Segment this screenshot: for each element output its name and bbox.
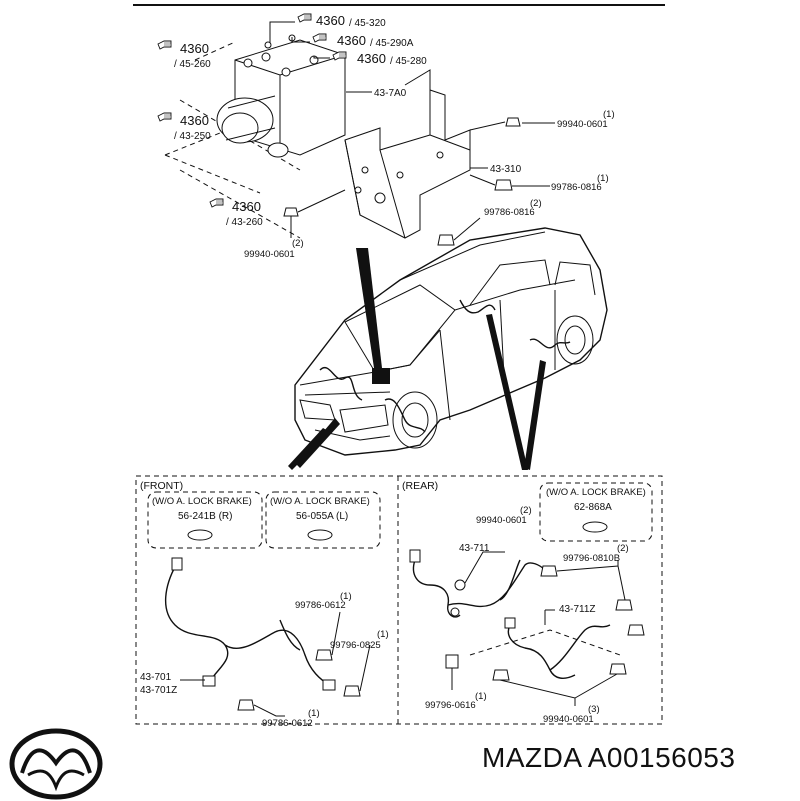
box-title: (W/O A. LOCK BRAKE): [546, 487, 646, 498]
label-99796-0825: 99796-0825: [330, 640, 381, 651]
rear-section: (REAR) (W/O A. LOCK BRAKE) 62-868A 99940…: [402, 480, 653, 725]
connector-icon: [409, 549, 421, 563]
label-99786-0612-a: 99786-0612: [295, 600, 346, 611]
lower-frame: [135, 475, 663, 725]
qty-label: (1): [603, 109, 615, 120]
svg-text:(1): (1): [308, 708, 320, 719]
label-4360-43-250: 4360 / 43-250: [157, 112, 211, 142]
pointing-hand-icon: [209, 198, 224, 208]
label-4360-45-260: 4360 / 45-260: [157, 40, 211, 70]
box-part: 62-868A: [574, 502, 612, 513]
vehicle-illustration: [288, 227, 608, 470]
svg-text:4360: 4360: [232, 199, 261, 214]
pointing-hand-icon: [297, 13, 312, 23]
label-99786-0816-a: 99786-0816: [551, 182, 602, 193]
qty-label: (1): [597, 173, 609, 184]
svg-text:/ 43-250: / 43-250: [174, 131, 211, 142]
rear-heading: (REAR): [402, 480, 438, 492]
nut-icon: [505, 117, 521, 127]
abs-unit: [164, 21, 372, 239]
label-99940-0601-left: 99940-0601: [244, 249, 295, 260]
box-r-title: (W/O A. LOCK BRAKE): [152, 496, 252, 507]
pointing-hand-icon: [312, 33, 327, 43]
label-4360-45-280: 4360 / 45-280: [332, 51, 427, 67]
box-r-part: 56-241B (R): [178, 511, 232, 522]
brand-part-number: MAZDA A00156053: [482, 742, 736, 773]
label-43-711: 43-711: [459, 543, 490, 554]
label-43-310: 43-310: [490, 164, 522, 175]
svg-text:(1): (1): [377, 629, 389, 640]
svg-text:/ 45-320: / 45-320: [349, 18, 386, 29]
grommet-icon: [582, 521, 608, 533]
svg-text:/ 45-290A: / 45-290A: [370, 38, 414, 49]
label-43-701z: 43-701Z: [140, 685, 177, 696]
box-l-part: 56-055A (L): [296, 511, 348, 522]
svg-text:/ 45-280: / 45-280: [390, 56, 427, 67]
pointing-hand-icon: [157, 112, 172, 122]
label-99786-0816-b: 99786-0816: [484, 207, 535, 218]
label-4360-45-290a: 4360 / 45-290A: [312, 33, 414, 49]
svg-text:4360: 4360: [357, 51, 386, 66]
svg-text:(1): (1): [340, 591, 352, 602]
svg-text:/ 43-260: / 43-260: [226, 217, 263, 228]
svg-text:(2): (2): [617, 543, 629, 554]
pointing-hand-icon: [157, 40, 172, 50]
label-43-7a0: 43-7A0: [374, 88, 407, 99]
connector-icon: [171, 557, 183, 571]
svg-text:(1): (1): [475, 691, 487, 702]
label-4360-43-260: 4360 / 43-260: [209, 198, 263, 228]
mazda-logo-icon: [9, 728, 103, 800]
label-99940-0601-top: 99940-0601: [557, 119, 608, 130]
grommet-icon: [307, 529, 333, 541]
svg-text:4360: 4360: [180, 113, 209, 128]
grommet-icon: [187, 529, 213, 541]
front-section: (FRONT) (W/O A. LOCK BRAKE) 56-241B (R) …: [140, 480, 389, 729]
label-99940-0601-a: 99940-0601: [476, 515, 527, 526]
svg-text:4360: 4360: [316, 13, 345, 28]
label-99940-0601-b: 99940-0601: [543, 714, 594, 725]
box-l-title: (W/O A. LOCK BRAKE): [270, 496, 370, 507]
svg-text:(3): (3): [588, 704, 600, 715]
label-99786-0612-b: 99786-0612: [262, 718, 313, 729]
label-43-701: 43-701: [140, 672, 172, 683]
svg-text:4360: 4360: [337, 33, 366, 48]
label-99796-0616: 99796-0616: [425, 700, 476, 711]
label-43-711z: 43-711Z: [559, 604, 596, 615]
qty-label: (2): [530, 198, 542, 209]
svg-text:4360: 4360: [180, 41, 209, 56]
abs-bracket: [283, 69, 555, 246]
label-99796-0810b: 99796-0810B: [563, 553, 620, 564]
label-4360-45-320: 4360 / 45-320: [297, 13, 386, 29]
qty-label: (2): [292, 238, 304, 249]
svg-text:(2): (2): [520, 505, 532, 516]
front-heading: (FRONT): [140, 480, 183, 492]
svg-text:/ 45-260: / 45-260: [174, 59, 211, 70]
